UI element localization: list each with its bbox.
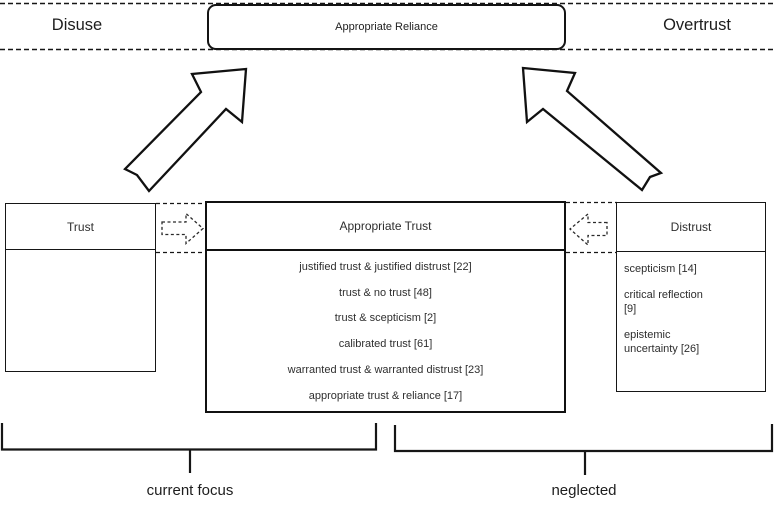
list-item: justified trust & justified distrust [22… [299, 260, 472, 273]
neglected-bracket [393, 424, 774, 453]
neglected-label: neglected [551, 482, 617, 499]
list-item: trust & scepticism [2] [334, 312, 437, 325]
trust-box-title: Trust [6, 204, 155, 250]
distrust-items: scepticism [14] critical reflection [9] … [617, 252, 765, 356]
list-item: trust & no trust [48] [339, 286, 432, 299]
appropriate-trust-items: justified trust & justified distrust [22… [207, 251, 564, 409]
list-item: epistemic uncertainty [26] [624, 329, 700, 355]
appropriate-reliance-box: Appropriate Reliance [207, 4, 566, 50]
dashed-right-arrow-icon [161, 212, 204, 245]
current-focus-label: current focus [146, 482, 234, 499]
big-up-left-arrow-icon [521, 66, 664, 192]
list-item: appropriate trust & reliance [17] [308, 389, 463, 402]
current-focus-bracket [0, 423, 378, 451]
distrust-box-title: Distrust [617, 203, 765, 252]
list-item: calibrated trust [61] [338, 338, 433, 351]
distrust-box: Distrust scepticism [14] critical reflec… [616, 202, 766, 392]
overtrust-label: Overtrust [663, 16, 731, 34]
appropriate-trust-box-title: Appropriate Trust [207, 203, 564, 251]
appropriate-trust-box: Appropriate Trust justified trust & just… [205, 201, 566, 413]
appropriate-reliance-label: Appropriate Reliance [335, 21, 438, 33]
big-up-right-arrow-icon [123, 67, 248, 193]
list-item: critical reflection [9] [624, 289, 703, 315]
list-item: scepticism [14] [624, 263, 697, 275]
disuse-label: Disuse [51, 16, 103, 34]
list-item: warranted trust & warranted distrust [23… [287, 364, 484, 377]
trust-box: Trust [5, 203, 156, 372]
dashed-left-arrow-icon [569, 212, 608, 247]
